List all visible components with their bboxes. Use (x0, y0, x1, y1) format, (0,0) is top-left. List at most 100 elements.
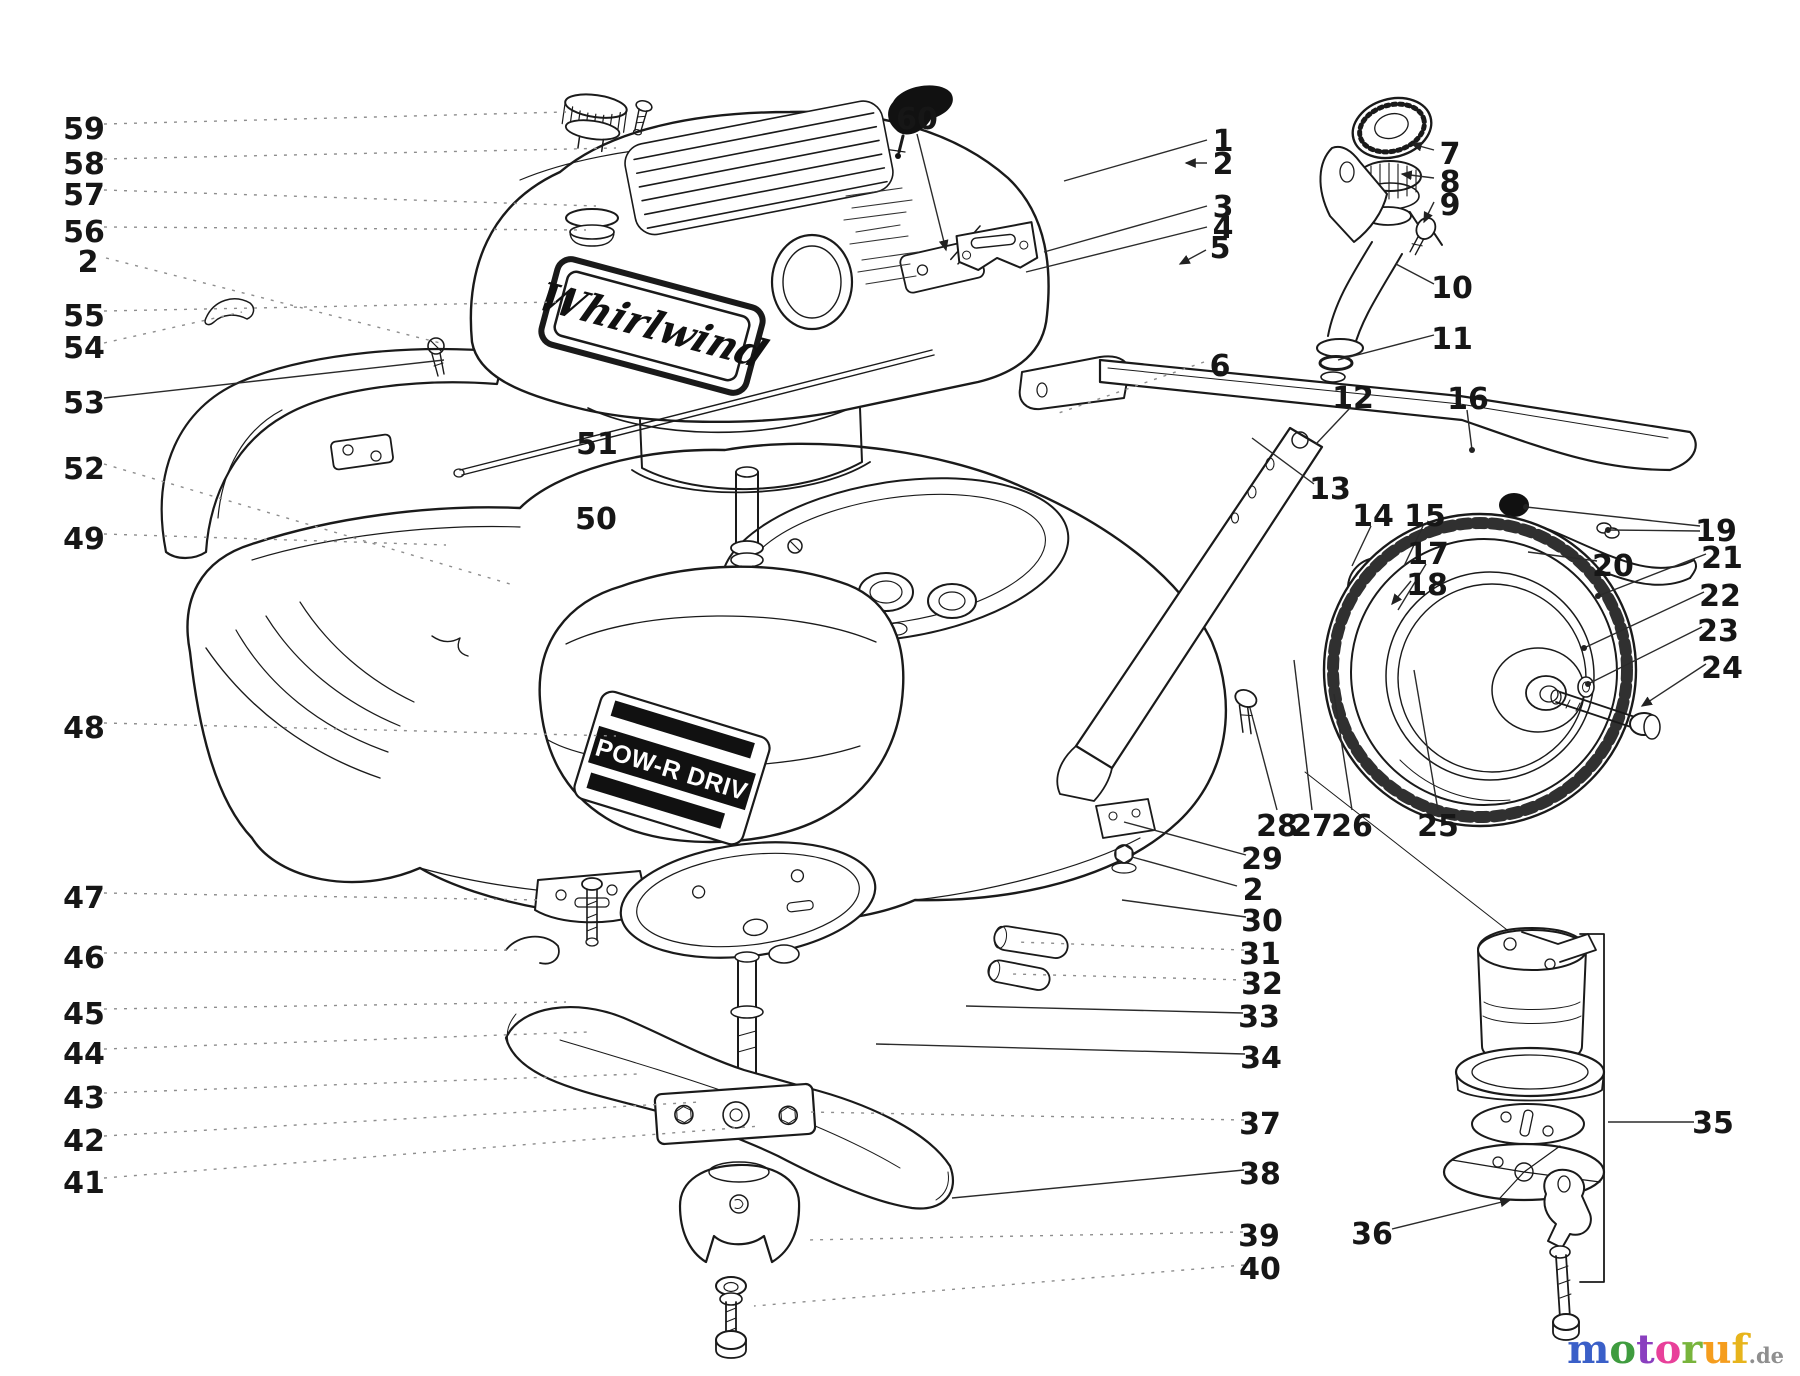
callout-32: 32 (1241, 967, 1283, 1002)
o-ring (1318, 355, 1354, 371)
callout-4: 4 (1213, 211, 1234, 246)
cover-bolt (581, 877, 603, 947)
leader-dot-callout-23 (1585, 681, 1591, 687)
callout-labels: 5958575625554535249484746454443424160123… (63, 102, 1743, 1287)
leader-callout-3 (1043, 205, 1208, 253)
leader-dot-callout-22 (1581, 645, 1587, 651)
brace-bolt (1234, 689, 1258, 735)
callout-2-left: 2 (78, 245, 99, 280)
spec-label-scribbles (843, 187, 919, 285)
leader-dot-callout-16 (1469, 447, 1475, 453)
leader-callout-9 (1423, 201, 1435, 224)
leader-callout-11 (1337, 334, 1435, 361)
watermark-letter: u (1702, 1326, 1732, 1373)
leader-callout-4 (1025, 226, 1208, 273)
callout-8: 8 (1440, 165, 1461, 200)
leader-callout-18 (1391, 580, 1412, 606)
callout-35: 35 (1692, 1106, 1734, 1141)
callout-55: 55 (63, 299, 105, 334)
blade-bolt (715, 1276, 747, 1359)
leader-callout-2-left (105, 257, 445, 345)
leader-callout-19 (1607, 529, 1701, 532)
blade-assembly (504, 1006, 955, 1359)
callout-36: 36 (1351, 1217, 1393, 1252)
callout-9: 9 (1440, 188, 1461, 223)
leader-callout-29 (1123, 821, 1247, 856)
leader-callout-23 (1587, 626, 1703, 685)
callout-28: 28 (1256, 809, 1298, 844)
callout-38: 38 (1239, 1157, 1281, 1192)
callout-34: 34 (1240, 1041, 1282, 1076)
blade-bar (653, 1082, 817, 1146)
leader-callout-57 (103, 189, 597, 207)
callout-37: 37 (1239, 1107, 1281, 1142)
leader-callout-37 (807, 1111, 1245, 1121)
callout-45: 45 (63, 997, 105, 1032)
callout-56: 56 (63, 215, 105, 250)
callout-26: 26 (1331, 809, 1373, 844)
leader-callout-8 (1400, 170, 1435, 181)
leader-callout-22 (1583, 591, 1705, 649)
callout-31: 31 (1239, 937, 1281, 972)
oil-cap (1351, 96, 1433, 160)
powr-driv-plate: POW-R DRIV (573, 690, 771, 846)
callout-60: 60 (896, 102, 938, 137)
callout-58: 58 (63, 147, 105, 182)
mount-bolt (1549, 1245, 1580, 1341)
callout-49: 49 (63, 522, 105, 557)
leader-dot-callout-21 (1595, 593, 1601, 599)
callout-3: 3 (1213, 190, 1234, 225)
engine-bracket (955, 221, 1039, 271)
deck-engraving (431, 635, 469, 657)
callout-47: 47 (63, 881, 105, 916)
engine-assembly: Whirlwind (453, 85, 1050, 607)
callout-30: 30 (1241, 904, 1283, 939)
watermark-letter: r (1681, 1326, 1703, 1373)
callout-2-top: 2 (1213, 147, 1234, 182)
callout-10: 10 (1431, 271, 1473, 306)
callout-54: 54 (63, 331, 105, 366)
leader-callout-15 (1403, 525, 1424, 567)
leader-dot-callout-19 (1523, 504, 1529, 510)
wire-clip (204, 298, 255, 326)
leader-callout-31 (1015, 941, 1245, 951)
leader-callout-56 (103, 226, 587, 231)
leader-callout-44 (103, 1031, 589, 1050)
callout-16: 16 (1447, 382, 1489, 417)
leader-callout-19 (1525, 506, 1701, 527)
leader-callout-53 (103, 359, 445, 399)
axle-bolt (1550, 689, 1661, 740)
leader-callout-14 (1351, 525, 1372, 567)
leader-callout-20 (1527, 551, 1598, 562)
leader-callout-27 (1293, 659, 1313, 811)
leader-callout-13 (1251, 437, 1315, 485)
callout-24: 24 (1701, 651, 1743, 686)
leader-lines (103, 111, 1707, 1307)
leader-callout-49 (103, 533, 447, 546)
roller-pin (993, 925, 1069, 959)
leader-callout-30 (1121, 899, 1247, 918)
leader-callout-34 (875, 1043, 1246, 1055)
leader-callout-7 (1410, 141, 1435, 152)
callout-2-mid: 2 (1243, 873, 1264, 908)
watermark-letter: f (1731, 1326, 1749, 1373)
callout-5: 5 (1210, 231, 1231, 266)
callout-42: 42 (63, 1124, 105, 1159)
rubber-knob (1499, 493, 1529, 517)
callout-27: 27 (1291, 809, 1333, 844)
muffler (770, 233, 854, 331)
leader-callout-12 (1315, 407, 1351, 445)
callout-25: 25 (1417, 809, 1459, 844)
leader-callout-16 (1466, 409, 1473, 451)
callout-39: 39 (1238, 1219, 1280, 1254)
callout-59: 59 (63, 112, 105, 147)
callout-51: 51 (576, 427, 618, 462)
callout-33: 33 (1238, 1000, 1280, 1035)
callout-48: 48 (63, 711, 105, 746)
leader-callout-5 (1178, 249, 1207, 265)
watermark-letter: o (1609, 1326, 1637, 1373)
leader-callout-47 (103, 892, 543, 901)
leader-callout-17 (1397, 563, 1427, 611)
leader-callout-26 (1333, 693, 1353, 811)
